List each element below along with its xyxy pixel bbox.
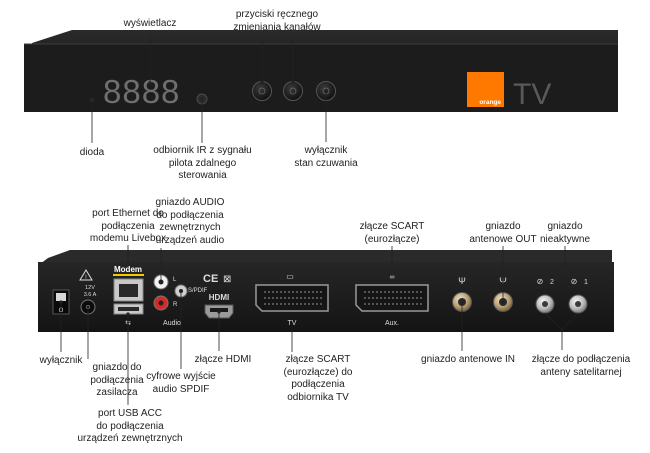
warning-icon: ! (79, 269, 93, 281)
audio-r-label: R (173, 302, 178, 308)
satellite-2-port[interactable] (535, 294, 555, 314)
callout-standby: wyłącznik stan czuwania (294, 145, 358, 169)
callout-scart-top: złącze SCART (eurozłącze) (359, 221, 425, 245)
modem-underline (113, 274, 144, 276)
leader-lines (59, 32, 579, 405)
channel-up-button[interactable] (283, 81, 303, 101)
tv-icon: ▭ (286, 272, 294, 281)
audio-label: Audio (163, 320, 181, 327)
callout-power-socket: gniazdo do podłączenia zasilacza (90, 362, 144, 398)
callout-antenna-out: gniazdo antenowe OUT (469, 221, 537, 245)
svg-text:!: ! (85, 275, 87, 281)
scart-aux-label: Aux. (385, 320, 399, 327)
callout-display: wyświetlacz (123, 18, 177, 29)
callout-inactive: gniazdo nieaktywne (539, 221, 591, 245)
callout-scart-bottom: złącze SCART (eurozłącze) do podłączenia… (283, 354, 353, 403)
sat2-label: 2 (550, 279, 554, 286)
satellite-1-port[interactable] (568, 294, 588, 314)
callout-antenna-in: gniazdo antenowe IN (421, 354, 515, 365)
ce-mark: CE (203, 273, 218, 285)
spdif-label: S/PDIF (188, 288, 208, 294)
tape-icon: ∞ (390, 274, 395, 281)
modem-label: Modem (114, 265, 142, 274)
audio-l-label: L (173, 277, 177, 283)
callout-ethernet: port Ethernet do podłączenia modemu Live… (89, 208, 167, 244)
audio-right-jack[interactable] (153, 295, 169, 311)
antenna-in-icon: Ψ (458, 276, 466, 286)
rear-panel: O ! 12V 3.6 A Modem ⇆ L (38, 250, 614, 332)
weee-icon: ⊠ (223, 274, 231, 285)
front-panel: 8888 orange TV (24, 30, 618, 112)
hdmi-label: HDMI (209, 293, 229, 302)
front-display: 8888 (103, 73, 180, 110)
callout-ir-receiver: odbiornik IR z sygnału pilota zdalnego s… (153, 145, 252, 181)
orange-logo-text: orange (479, 99, 501, 106)
display-digits-group: 8888 (103, 73, 180, 110)
satellite-1-icon: ⊘ (571, 277, 578, 286)
ethernet-port[interactable] (113, 278, 144, 302)
front-panel-face (24, 44, 618, 112)
scart-aux-port[interactable] (355, 284, 429, 312)
orange-logo: orange (467, 72, 504, 107)
callout-satellite: złącze do podłączenia anteny satelitarne… (531, 354, 631, 378)
channel-down-button[interactable] (252, 81, 272, 101)
tv-brand-text: TV (513, 78, 551, 111)
rear-panel-top-edge (40, 250, 612, 264)
callout-spdif: cyfrowe wyjście audio SPDIF (146, 371, 216, 395)
callout-diode: dioda (79, 147, 105, 158)
callout-audio: gniazdo AUDIO do podłączenia zewnętrznyc… (155, 197, 225, 246)
sat1-label: 1 (584, 279, 588, 286)
callout-channel-buttons: przyciski ręcznego zmieniania kanałów (233, 9, 321, 33)
scart-tv-label: TV (288, 320, 297, 327)
satellite-2-icon: ⊘ (537, 277, 544, 286)
callout-hdmi: złącze HDMI (194, 354, 252, 365)
callout-usb: port USB ACC do podłączenia urządzeń zew… (77, 408, 183, 444)
power-rating-voltage: 12V (85, 285, 95, 291)
power-rating-current: 3.6 A (84, 292, 97, 298)
callout-power-switch: wyłącznik (39, 355, 83, 366)
scart-tv-port[interactable] (255, 284, 329, 312)
